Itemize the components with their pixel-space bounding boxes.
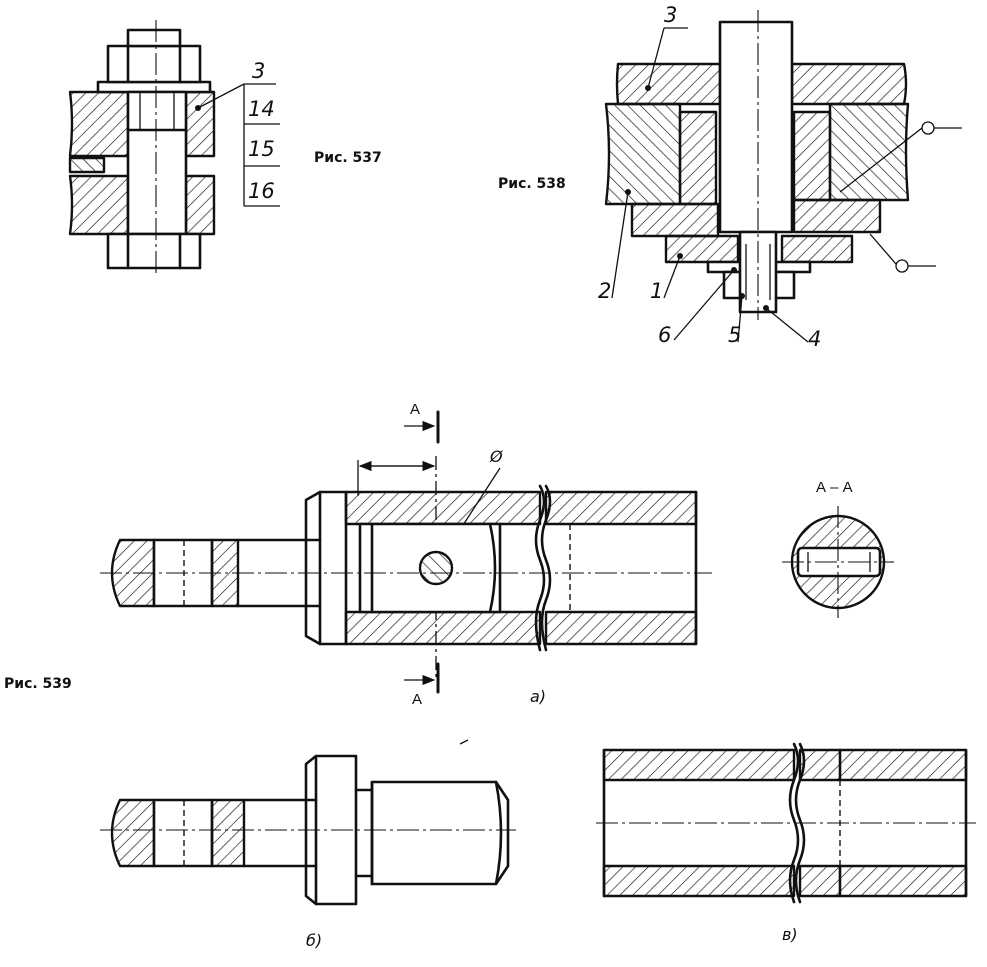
callout-538-2: 2 (598, 279, 611, 303)
section-mark-bottom: A (412, 691, 422, 708)
right-plate-lower (184, 174, 216, 236)
figure-539-a: A A Ø (4, 401, 712, 708)
diameter-symbol: Ø (489, 447, 503, 466)
tube-bottom-wall-right (544, 610, 698, 646)
callout-538-4: 4 (808, 327, 821, 351)
callout-16: 16 (248, 179, 275, 203)
left-gasket (68, 156, 106, 174)
figure-537: 3 14 15 16 Рис. 537 (68, 20, 382, 276)
pin-circle (418, 550, 454, 586)
clamp-plate-right (792, 198, 882, 234)
bolt-end (126, 28, 182, 48)
collar (304, 490, 348, 646)
body-2-right (828, 102, 910, 202)
subfig-a-label: а) (530, 687, 546, 706)
callout-538-3: 3 (664, 3, 677, 27)
b-handle-ring (210, 798, 246, 868)
plate-1-left (664, 234, 740, 264)
section-mark-top: A (410, 401, 420, 418)
left-plate-lower (68, 174, 130, 236)
caption-539: Рис. 539 (4, 676, 72, 692)
figure-539-b: б) (100, 754, 516, 950)
caption-537: Рис. 537 (314, 150, 382, 166)
section-a-a: А – А (782, 479, 894, 618)
plate-3-left (615, 62, 722, 106)
bolt-shank (126, 90, 188, 236)
plate-3-right (790, 62, 908, 106)
callout-538-5: 5 (728, 323, 741, 347)
tube-top-wall-right (544, 490, 698, 526)
c-tube-bottom (602, 864, 796, 898)
bushing-left (678, 110, 718, 206)
left-plate-upper (68, 90, 130, 158)
clamp-plate-left (630, 202, 720, 238)
callout-538-6: 6 (658, 323, 671, 347)
callout-3: 3 (252, 59, 265, 83)
tube-top-wall (344, 490, 542, 526)
body-2-left (604, 102, 682, 206)
section-title: А – А (816, 479, 853, 496)
callout-538-1: 1 (650, 279, 663, 303)
bushing-right (792, 110, 832, 202)
subfig-c-label: в) (782, 925, 798, 944)
b-handle-mid (152, 798, 214, 868)
washer (96, 80, 212, 94)
callout-15: 15 (248, 137, 275, 161)
callout-14: 14 (248, 97, 275, 121)
bolt-head (106, 232, 202, 270)
b-plug (370, 780, 510, 886)
nut (106, 44, 202, 84)
figure-539-c: в) (596, 742, 976, 944)
c-tube-bottom-right (798, 864, 968, 898)
figure-538: Рис. 538 3 2 1 (498, 3, 962, 351)
c-tube-top-right (798, 748, 968, 782)
c-tube-top (602, 748, 796, 782)
stray-mark (459, 739, 469, 745)
b-handle-knob (110, 798, 156, 868)
caption-538: Рис. 538 (498, 176, 566, 192)
plate-1-right (780, 234, 854, 264)
shaft (718, 20, 794, 234)
subfig-b-label: б) (306, 931, 322, 950)
tube-bottom-wall (344, 610, 542, 646)
